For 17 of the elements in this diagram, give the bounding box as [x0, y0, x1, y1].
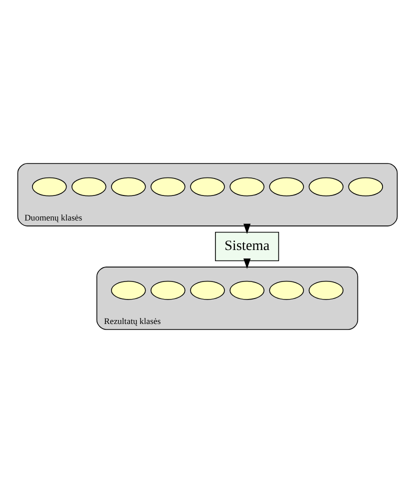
- node-ellipse: [190, 176, 225, 196]
- node-ellipse: [150, 280, 186, 300]
- node-ellipse: [308, 176, 344, 196]
- node-ellipse: [150, 176, 186, 196]
- cluster: Duomenų klasės: [17, 162, 398, 226]
- node-ellipse: [230, 176, 264, 196]
- node-ellipse: [190, 280, 225, 300]
- node-ellipse: [32, 176, 67, 196]
- node-ellipse: [308, 280, 344, 300]
- node-ellipse: [111, 280, 146, 300]
- node-ellipse: [230, 280, 264, 300]
- node-ellipse: [72, 176, 106, 196]
- node-ellipse: [269, 280, 304, 300]
- node-ellipse: [269, 176, 304, 196]
- node-ellipse: [348, 176, 384, 196]
- node-ellipse: [111, 176, 146, 196]
- cluster: Rezultatų klasės: [96, 266, 358, 330]
